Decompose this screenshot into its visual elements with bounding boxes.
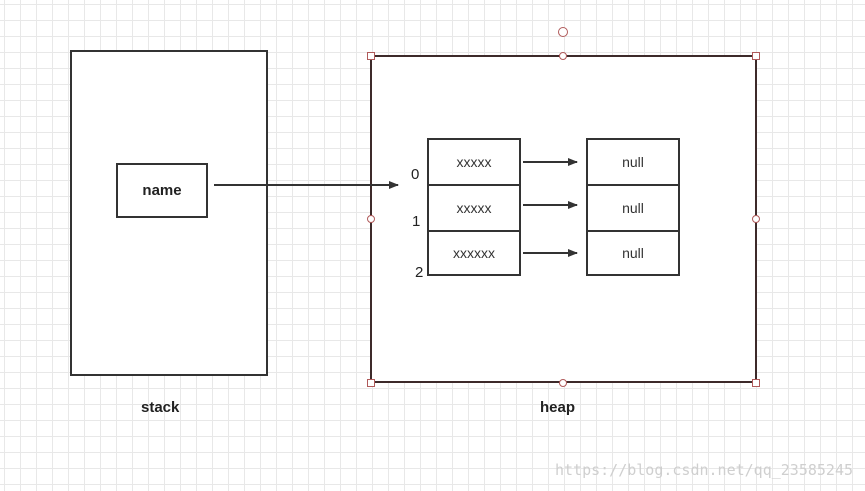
name-variable-label: name xyxy=(142,182,182,199)
stack-caption: stack xyxy=(141,399,180,416)
name-variable-box[interactable]: name xyxy=(116,163,208,218)
watermark-url: https://blog.csdn.net/qq_23585245 xyxy=(554,461,853,479)
heap-rotate-handle[interactable] xyxy=(558,27,568,37)
null-cell-1-text: null xyxy=(622,200,644,216)
array-cell-1-text: xxxxx xyxy=(456,200,492,216)
array-cell-2-text: xxxxxx xyxy=(453,245,495,261)
heap-handle-bottom-left[interactable] xyxy=(367,379,375,387)
heap-handle-top-right[interactable] xyxy=(752,52,760,60)
null-cell-1[interactable]: null xyxy=(586,184,680,232)
array-cell-2[interactable]: xxxxxx xyxy=(427,230,521,276)
null-cell-2-text: null xyxy=(622,245,644,261)
null-cell-2[interactable]: null xyxy=(586,230,680,276)
heap-caption: heap xyxy=(540,399,576,416)
array-cell-0[interactable]: xxxxx xyxy=(427,138,521,186)
heap-handle-left-middle[interactable] xyxy=(367,215,375,223)
heap-handle-top-middle[interactable] xyxy=(559,52,567,60)
null-cell-0-text: null xyxy=(622,154,644,170)
heap-handle-right-middle[interactable] xyxy=(752,215,760,223)
array-cell-0-text: xxxxx xyxy=(456,154,492,170)
array-index-0: 0 xyxy=(411,166,420,183)
heap-handle-top-left[interactable] xyxy=(367,52,375,60)
null-cell-0[interactable]: null xyxy=(586,138,680,186)
array-index-2: 2 xyxy=(415,264,424,281)
array-index-1: 1 xyxy=(412,213,421,230)
heap-handle-bottom-middle[interactable] xyxy=(559,379,567,387)
heap-handle-bottom-right[interactable] xyxy=(752,379,760,387)
